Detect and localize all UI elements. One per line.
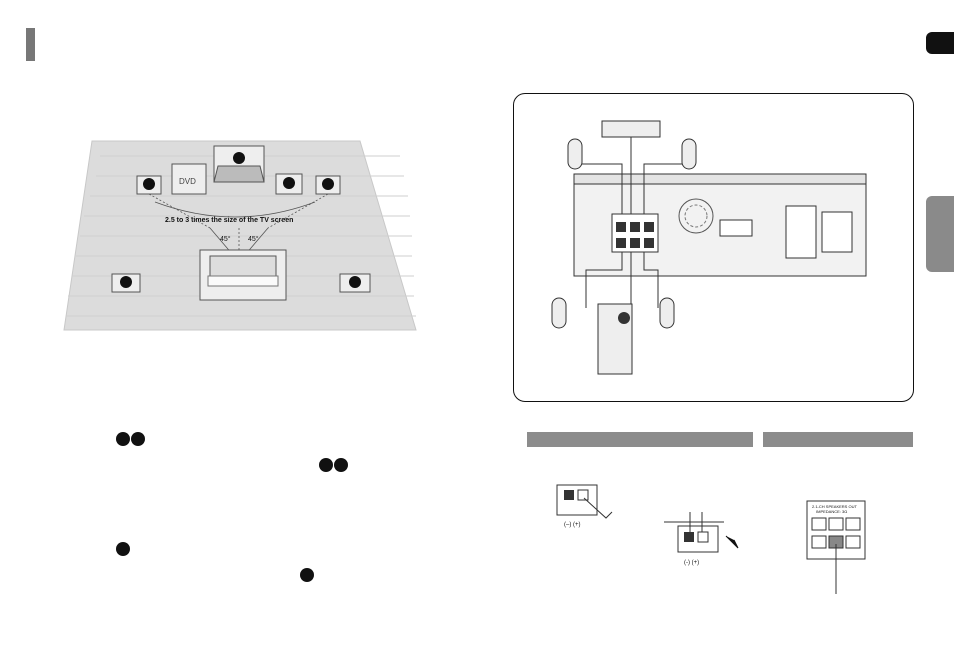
wire-insert-illustration: (-) (+) [664,512,739,566]
speaker-out-panel-illustration: 2.1-CH SPEAKERS OUT IMPEDANCE: 3Ω [806,500,866,594]
section-header-bar [26,28,35,61]
step-dot [334,458,348,472]
rear-right-speaker-unit [659,297,675,329]
language-tab [926,32,954,54]
subwoofer [597,303,633,375]
polarity-label-2: (-) (+) [684,560,699,566]
listening-position-sofa [199,249,287,301]
center-speaker [601,120,661,138]
terminal-press-illustration: (–) (+) [556,484,613,528]
step-dot [319,458,333,472]
step-marker-pair [319,458,348,472]
front-left-speaker [136,175,162,195]
dvd-label: DVD [179,177,196,186]
step-dot [116,432,130,446]
connection-diagram [551,120,867,375]
polarity-label: (–) (+) [564,522,581,528]
step-marker-pair [116,432,145,446]
front-right-speaker [275,173,303,195]
step-dot [131,432,145,446]
step-dot [116,542,130,556]
rear-left-speaker-unit [551,297,567,329]
front-left-speaker-unit [567,138,583,170]
chapter-side-tab [926,196,954,272]
distance-caption: 2.5 to 3 times the size of the TV screen [165,217,293,224]
step-dot [300,568,314,582]
rear-right-speaker [339,273,371,293]
rear-left-speaker [111,273,141,293]
step-marker-single [116,542,130,556]
section-header-bar-connect [527,432,753,447]
step-marker-single [300,568,314,582]
panel-title-line1: 2.1-CH SPEAKERS OUT [812,504,857,509]
dvd-unit: DVD [171,163,207,195]
center-speaker-marker [233,152,245,164]
speaker-placement-diagram: DVD 2.5 to 3 times the size of the TV sc… [63,140,417,331]
angle-right-label: 45° [248,235,259,243]
receiver-rear-panel [573,173,867,277]
front-far-right-speaker [315,175,341,195]
angle-left-label: 45° [220,235,231,243]
tv-speaker [213,145,265,183]
section-header-bar-note [763,432,913,447]
panel-title-line2: IMPEDANCE: 3Ω [816,509,847,514]
front-right-speaker-unit [681,138,697,170]
